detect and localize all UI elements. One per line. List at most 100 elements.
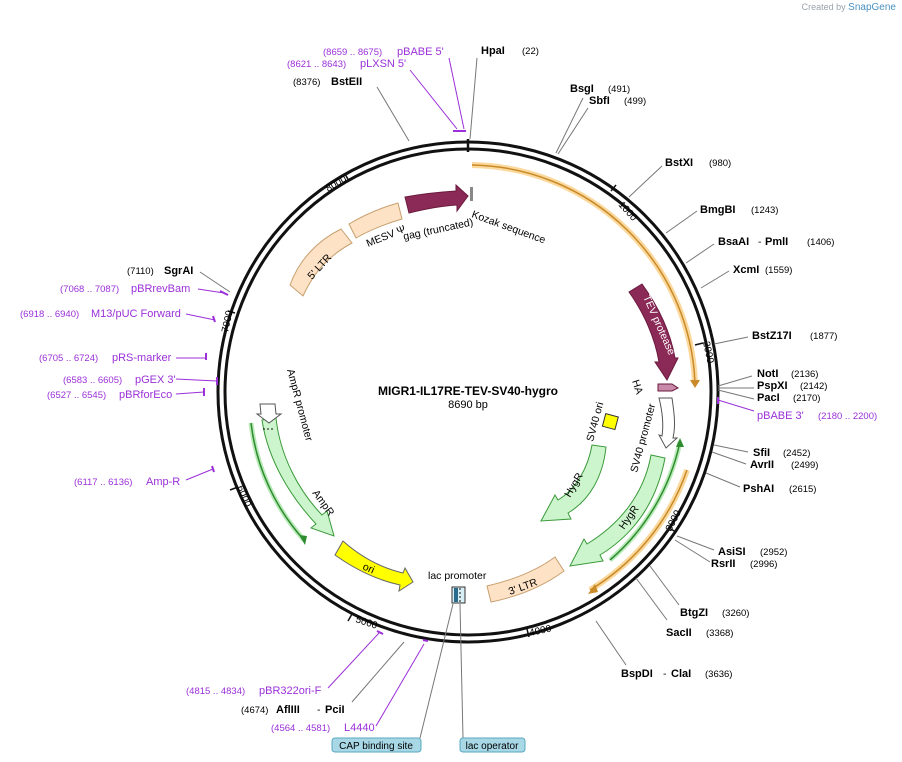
- site-coord-asisi: (2952): [760, 547, 787, 558]
- site-name-bspdi: BspDI: [621, 668, 653, 680]
- primer-line-pbrforeco: [175, 391, 205, 395]
- primer-coord-l4440: (4564 .. 4581): [271, 723, 330, 734]
- site-name-sgrai: SgrAI: [164, 265, 193, 277]
- site-coord-btgzi: (3260): [722, 608, 749, 619]
- primer-name-m13: M13/pUC Forward: [91, 308, 181, 320]
- site-line-bsaai: [685, 243, 715, 264]
- site-line-bmgbi: [665, 210, 698, 234]
- site-line-bstz17i: [713, 336, 749, 345]
- primer-line-plxsn5: [409, 69, 458, 130]
- site-line-paci: [717, 389, 755, 400]
- site-name-hpai: HpaI: [481, 45, 505, 57]
- primer-coord-m13: (6918 .. 6940): [20, 309, 79, 320]
- primer-mark-ampr: [211, 465, 215, 473]
- orf-arc-hygr-core: [609, 441, 681, 561]
- site-name-pspxi: PspXI: [757, 380, 788, 392]
- site-coord-bstxi: (980): [709, 158, 731, 169]
- orf-arc-hygr-head: [676, 438, 684, 447]
- primer-line-l4440: [375, 643, 425, 727]
- site-line-bsteii: [376, 86, 410, 142]
- site-name-pshai: PshAI: [743, 483, 774, 495]
- feature-lac-promoter-shape: [451, 586, 466, 604]
- primer-line-pbr322orif: [327, 632, 380, 689]
- tick-label-7000: 7000: [220, 309, 235, 333]
- site-name-bmgbi: BmgBI: [700, 204, 735, 216]
- feature-ori-label: ori: [361, 561, 377, 577]
- tick-label-8000: 8000: [324, 174, 349, 195]
- site-name-xcmi: XcmI: [733, 264, 759, 276]
- tick-label-2000: 2000: [700, 340, 715, 364]
- site-name-asisi: AsiSI: [718, 546, 746, 558]
- site-line-btgzi: [649, 565, 680, 606]
- feature-mesv-shape: [348, 202, 403, 239]
- feature-sv40ori-label: SV40 ori: [584, 401, 606, 443]
- tag-line-lacop: [459, 603, 464, 739]
- primer-name-pbabe5: pBABE 5': [397, 46, 444, 58]
- tag-box-cap: [331, 737, 422, 753]
- site-coord-bstz17i: (1877): [810, 331, 837, 342]
- site-name-noti: NotI: [757, 368, 778, 380]
- primer-mark-l4440: [422, 639, 429, 642]
- site-name-rsrii: RsrII: [711, 558, 735, 570]
- feature-ha-label: HA: [629, 378, 645, 396]
- primer-mark-pbr322orif: [376, 630, 384, 635]
- site-coord-pspxi: (2142): [800, 381, 827, 392]
- site-name-bstxi: BstXI: [665, 157, 693, 169]
- primer-name-pbabe3: pBABE 3': [757, 410, 804, 422]
- feature-ampr-promoter-shape: [255, 403, 283, 424]
- tick-marks: [227, 139, 704, 638]
- site-dash-bsaai: -: [758, 236, 762, 248]
- site-line-sgrai: [199, 271, 231, 293]
- feature-tev-shape: [628, 283, 679, 381]
- feature-lac-promoter-label: lac promoter: [428, 570, 487, 582]
- tag-label-lacop: lac operator: [466, 741, 519, 752]
- site-name-sacii: SacII: [666, 627, 692, 639]
- site-coord-sbfi: (499): [624, 96, 646, 107]
- site-line-sbfi: [557, 107, 589, 155]
- site-name-bsgi: BsgI: [570, 83, 594, 95]
- site-dash-bspdi: -: [663, 668, 667, 680]
- feature-ampr-promoter-label: AmpR promoter: [284, 368, 315, 443]
- primer-line-m13: [185, 313, 216, 321]
- site-coord-xcmi: (1559): [765, 265, 792, 276]
- site-coord-sgrai: (7110): [127, 266, 154, 277]
- primer-name-pbrrevbam: pBRrevBam: [131, 283, 190, 295]
- primer-name-plxsn5: pLXSN 5': [360, 58, 406, 70]
- primer-name-ampr: Amp-R: [146, 476, 180, 488]
- feature-ampr-shape: [261, 417, 335, 537]
- site-coord-bsgi: (491): [608, 84, 630, 95]
- primer-line-pgex3: [175, 378, 218, 382]
- feature-3ltr-shape: [486, 556, 565, 603]
- site-coord-sacii: (3368): [706, 628, 733, 639]
- site-name-btgzi: BtgZI: [680, 607, 708, 619]
- primer-coord-pbabe3: (2180 .. 2200): [818, 411, 877, 422]
- primer-name-l4440: L4440: [344, 722, 375, 734]
- tag-label-cap: CAP binding site: [339, 741, 413, 752]
- primer-name-pgex3: pGEX 3': [135, 374, 176, 386]
- snapgene-credit: Created by SnapGene: [801, 2, 896, 13]
- site-name-clai: ClaI: [671, 668, 691, 680]
- tag-box-lacop: [459, 737, 526, 753]
- primer-line-pbabe3: [717, 399, 755, 412]
- site-name-bstz17i: BstZ17I: [752, 330, 792, 342]
- site-coord-hpai: (22): [522, 46, 539, 57]
- site-line-bsgi: [555, 97, 584, 154]
- orf-arc-ampr-head: [299, 535, 307, 545]
- feature-hygr-outer-shape: [569, 454, 666, 567]
- plasmid-name: MIGR1-IL17RE-TEV-SV40-hygro: [378, 384, 558, 398]
- orf-arc-top-right-core: [471, 164, 696, 385]
- site-line-bstxi: [628, 165, 663, 198]
- feature-hygr-inner-shape: [540, 444, 607, 522]
- site-line-pshai: [705, 472, 741, 488]
- site-name-pmli: PmlI: [765, 236, 788, 248]
- site-line-sacii: [635, 577, 668, 621]
- primer-mark-m13: [212, 315, 216, 323]
- primer-coord-pbabe5: (8659 .. 8675): [323, 47, 382, 58]
- primer-coord-pbr322orif: (4815 .. 4834): [186, 686, 245, 697]
- site-line-bspdi: [595, 620, 627, 666]
- orf-arc-top-right-head: [690, 380, 700, 388]
- feature-kozak-label: Kozak sequence: [470, 209, 547, 247]
- site-line-afliii: [351, 641, 405, 703]
- site-coord-bmgbi: (1243): [751, 205, 778, 216]
